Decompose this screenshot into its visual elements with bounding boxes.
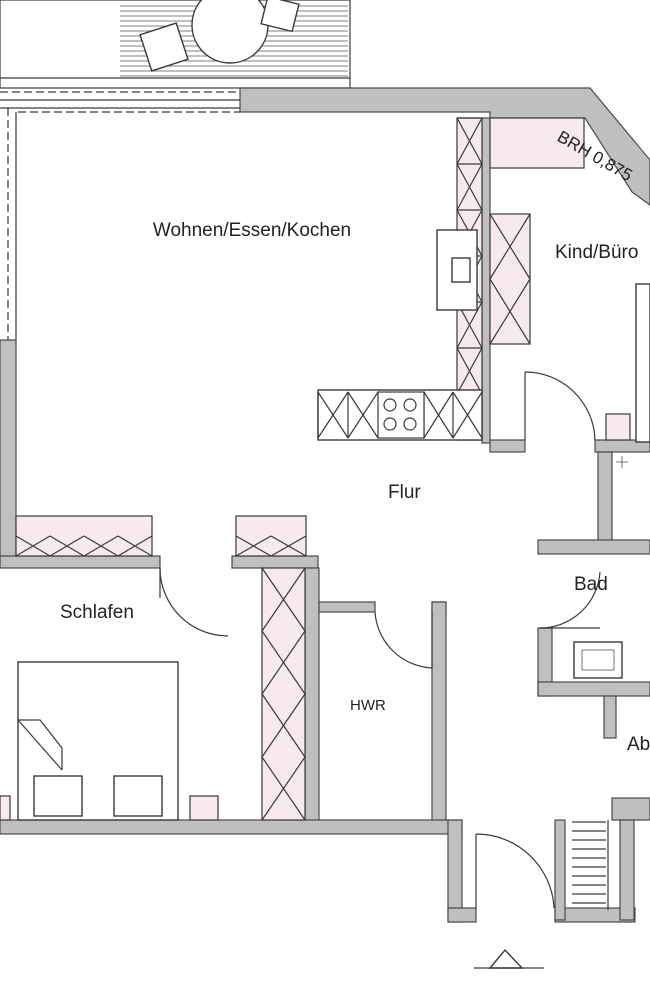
room-label-bad: Bad [574, 574, 608, 595]
bathroom-fixtures [573, 456, 628, 679]
stairs [572, 820, 609, 910]
cooktop-icon [377, 391, 425, 439]
balcony [0, 0, 351, 89]
doors [159, 371, 601, 909]
cabinets [15, 117, 585, 821]
room-label-ab: Ab [627, 734, 650, 755]
room-label-flur: Flur [388, 482, 421, 503]
room-label-schlafen: Schlafen [60, 602, 134, 623]
shower-icon [616, 456, 628, 468]
bed [0, 661, 219, 821]
room-label-living: Wohnen/Essen/Kochen [153, 220, 351, 241]
kind-furniture [605, 283, 650, 443]
room-label-hwr: HWR [350, 697, 386, 714]
room-label-kind: Kind/Büro [555, 242, 638, 263]
kitchen [317, 117, 483, 441]
entrance-arrow-icon [474, 948, 544, 969]
